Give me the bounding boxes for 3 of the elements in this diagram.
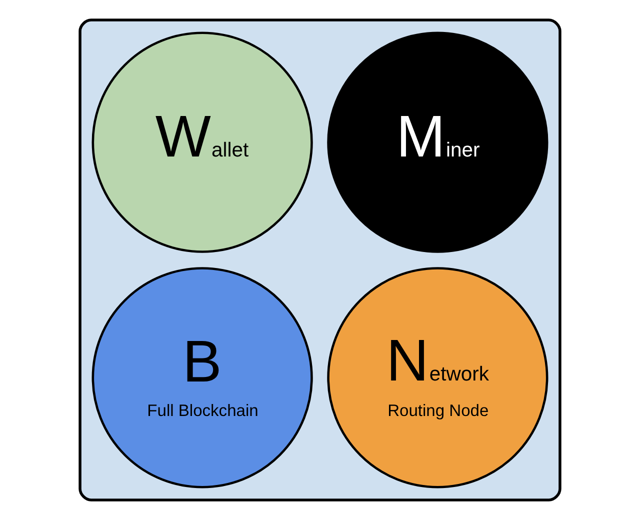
node-circle: Wallet — [92, 31, 313, 252]
cluster — [78, 18, 562, 501]
node-circle: B Full Blockchain — [92, 266, 313, 488]
